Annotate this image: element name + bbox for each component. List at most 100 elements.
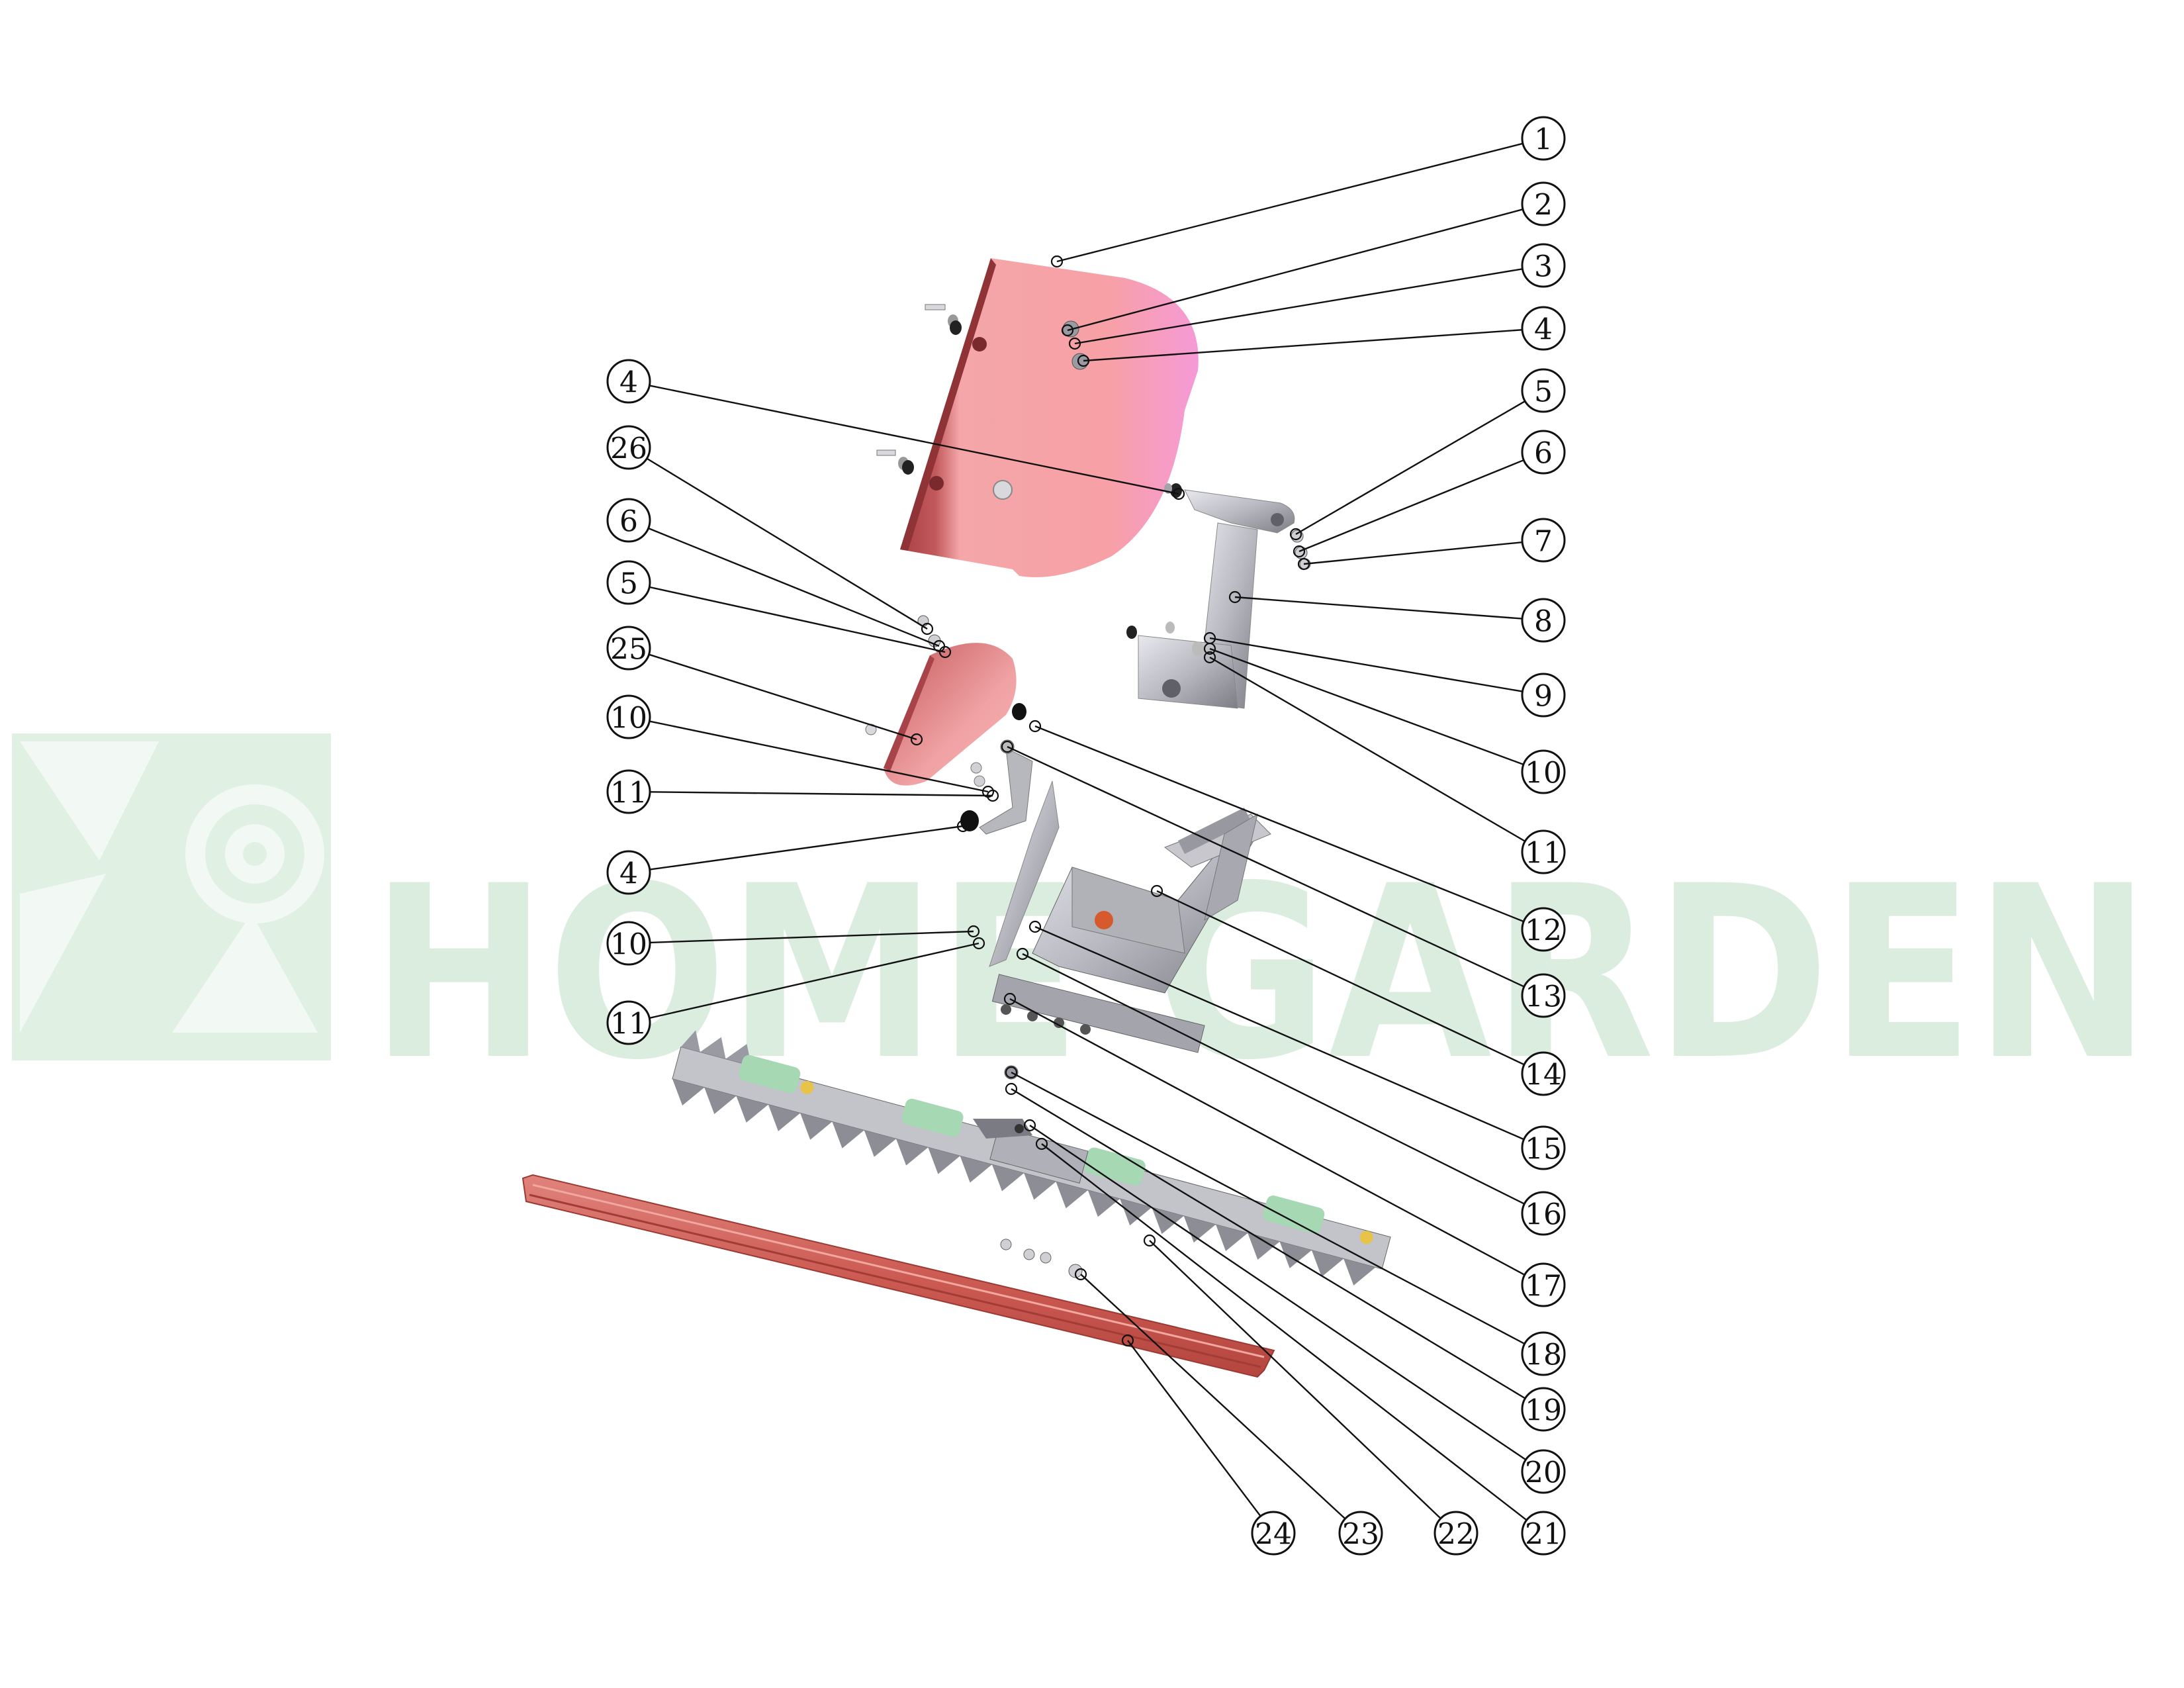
callout-number: 11 [610, 1008, 647, 1041]
callout-number: 24 [1255, 1518, 1292, 1552]
anchor-point-c7 [1297, 557, 1310, 571]
anchor-point-c26 [921, 622, 934, 635]
callout-number: 6 [619, 505, 638, 539]
anchor-point-c21 [1035, 1137, 1048, 1150]
anchor-point-c25 [910, 733, 923, 746]
anchor-point-c4b [1172, 487, 1185, 500]
leader-line-c21 [1041, 1143, 1527, 1521]
leader-line-c3 [1074, 268, 1523, 345]
leader-line-c6a [1298, 459, 1524, 553]
callout-circle [606, 560, 651, 605]
anchor-point-c10c [967, 925, 980, 938]
leader-line-c18 [1011, 1071, 1525, 1345]
callout-number: 4 [619, 366, 638, 400]
callout-circle [1521, 1511, 1566, 1556]
callout-circle [1338, 1511, 1383, 1556]
leader-line-c11b [649, 791, 993, 797]
callout-number: 21 [1525, 1518, 1562, 1552]
leader-line-c2 [1067, 209, 1524, 332]
callout-circle [1433, 1511, 1479, 1556]
leader-line-c22 [1149, 1240, 1441, 1519]
callout-c6a: 6 [1521, 430, 1566, 475]
callout-circle [606, 498, 651, 543]
callout-c22: 22 [1433, 1511, 1479, 1556]
callout-circle [1521, 907, 1566, 952]
callout-c4b: 4 [606, 359, 651, 404]
anchor-point-c11a [1203, 651, 1216, 664]
leader-line-c23 [1080, 1274, 1346, 1520]
callout-c6b: 6 [606, 498, 651, 543]
leader-line-c4b [649, 385, 1179, 495]
leader-line-c17 [1009, 998, 1525, 1276]
callout-c2: 2 [1521, 181, 1566, 226]
anchor-point-c16 [1016, 947, 1029, 961]
callout-circle [1521, 368, 1566, 413]
callout-circle [1521, 1262, 1566, 1307]
callout-c11c: 11 [606, 1000, 651, 1045]
leader-line-c19 [1011, 1088, 1526, 1399]
callout-number: 3 [1534, 250, 1553, 284]
anchor-point-c14 [1150, 884, 1163, 898]
callout-number: 11 [1525, 837, 1562, 870]
anchor-point-c1 [1050, 255, 1064, 268]
leader-line-c15 [1034, 925, 1525, 1141]
callout-number: 2 [1534, 189, 1553, 222]
anchor-point-c18 [1005, 1066, 1018, 1079]
watermark: HOME GARDEN [12, 733, 2151, 1112]
callout-c1: 1 [1521, 116, 1566, 161]
anchor-point-c8 [1228, 590, 1242, 604]
callout-circle [1521, 1387, 1566, 1432]
callout-circle [1521, 181, 1566, 226]
callout-c20: 20 [1521, 1449, 1566, 1494]
anchor-point-c11b [986, 789, 999, 802]
callout-c4c: 4 [606, 850, 651, 895]
leader-line-c20 [1029, 1125, 1527, 1461]
callout-number: 4 [619, 857, 638, 891]
callout-number: 23 [1342, 1518, 1379, 1552]
callout-c4a: 4 [1521, 306, 1566, 351]
callout-circle [606, 769, 651, 814]
callout-number: 10 [610, 702, 647, 735]
callout-c10b: 10 [606, 694, 651, 739]
callout-circle [1521, 749, 1566, 794]
callout-c19: 19 [1521, 1387, 1566, 1432]
callout-circle [1521, 673, 1566, 718]
callout-c13: 13 [1521, 973, 1566, 1018]
callout-c10c: 10 [606, 921, 651, 966]
anchor-point-c2 [1061, 324, 1074, 337]
callout-circle [1521, 430, 1566, 475]
watermark-logo [12, 733, 331, 1060]
callout-number: 20 [1525, 1456, 1562, 1490]
callout-c9: 9 [1521, 673, 1566, 718]
callout-number: 22 [1437, 1518, 1475, 1552]
anchor-point-c10a [1203, 642, 1216, 655]
callout-number: 6 [1534, 437, 1553, 471]
leader-line-c24 [1127, 1340, 1261, 1517]
callout-circle [1521, 518, 1566, 563]
callout-c12: 12 [1521, 907, 1566, 952]
anchor-point-c6a [1293, 545, 1306, 558]
callout-c18: 18 [1521, 1331, 1566, 1376]
callout-number: 9 [1534, 680, 1553, 714]
anchor-point-c15 [1028, 920, 1042, 933]
anchor-point-c4a [1077, 354, 1090, 367]
callout-number: 4 [1534, 313, 1553, 347]
leader-line-c9 [1209, 637, 1523, 692]
callout-circle [606, 850, 651, 895]
leader-line-c12 [1034, 725, 1524, 923]
callout-c3: 3 [1521, 243, 1566, 288]
leader-line-c6b [648, 527, 940, 647]
callout-c7: 7 [1521, 518, 1566, 563]
callout-circle [1521, 829, 1566, 874]
anchor-point-c3 [1068, 337, 1081, 350]
callout-circle [1521, 1051, 1566, 1096]
leader-line-c1 [1056, 142, 1524, 263]
callout-number: 25 [610, 633, 647, 667]
callout-circle [606, 1000, 651, 1045]
callout-number: 14 [1525, 1058, 1562, 1092]
leader-line-c4a [1083, 329, 1523, 362]
callout-c15: 15 [1521, 1125, 1566, 1170]
parts-artwork [522, 258, 1391, 1378]
callout-circle [1521, 1449, 1566, 1494]
callout-c25: 25 [606, 626, 651, 671]
